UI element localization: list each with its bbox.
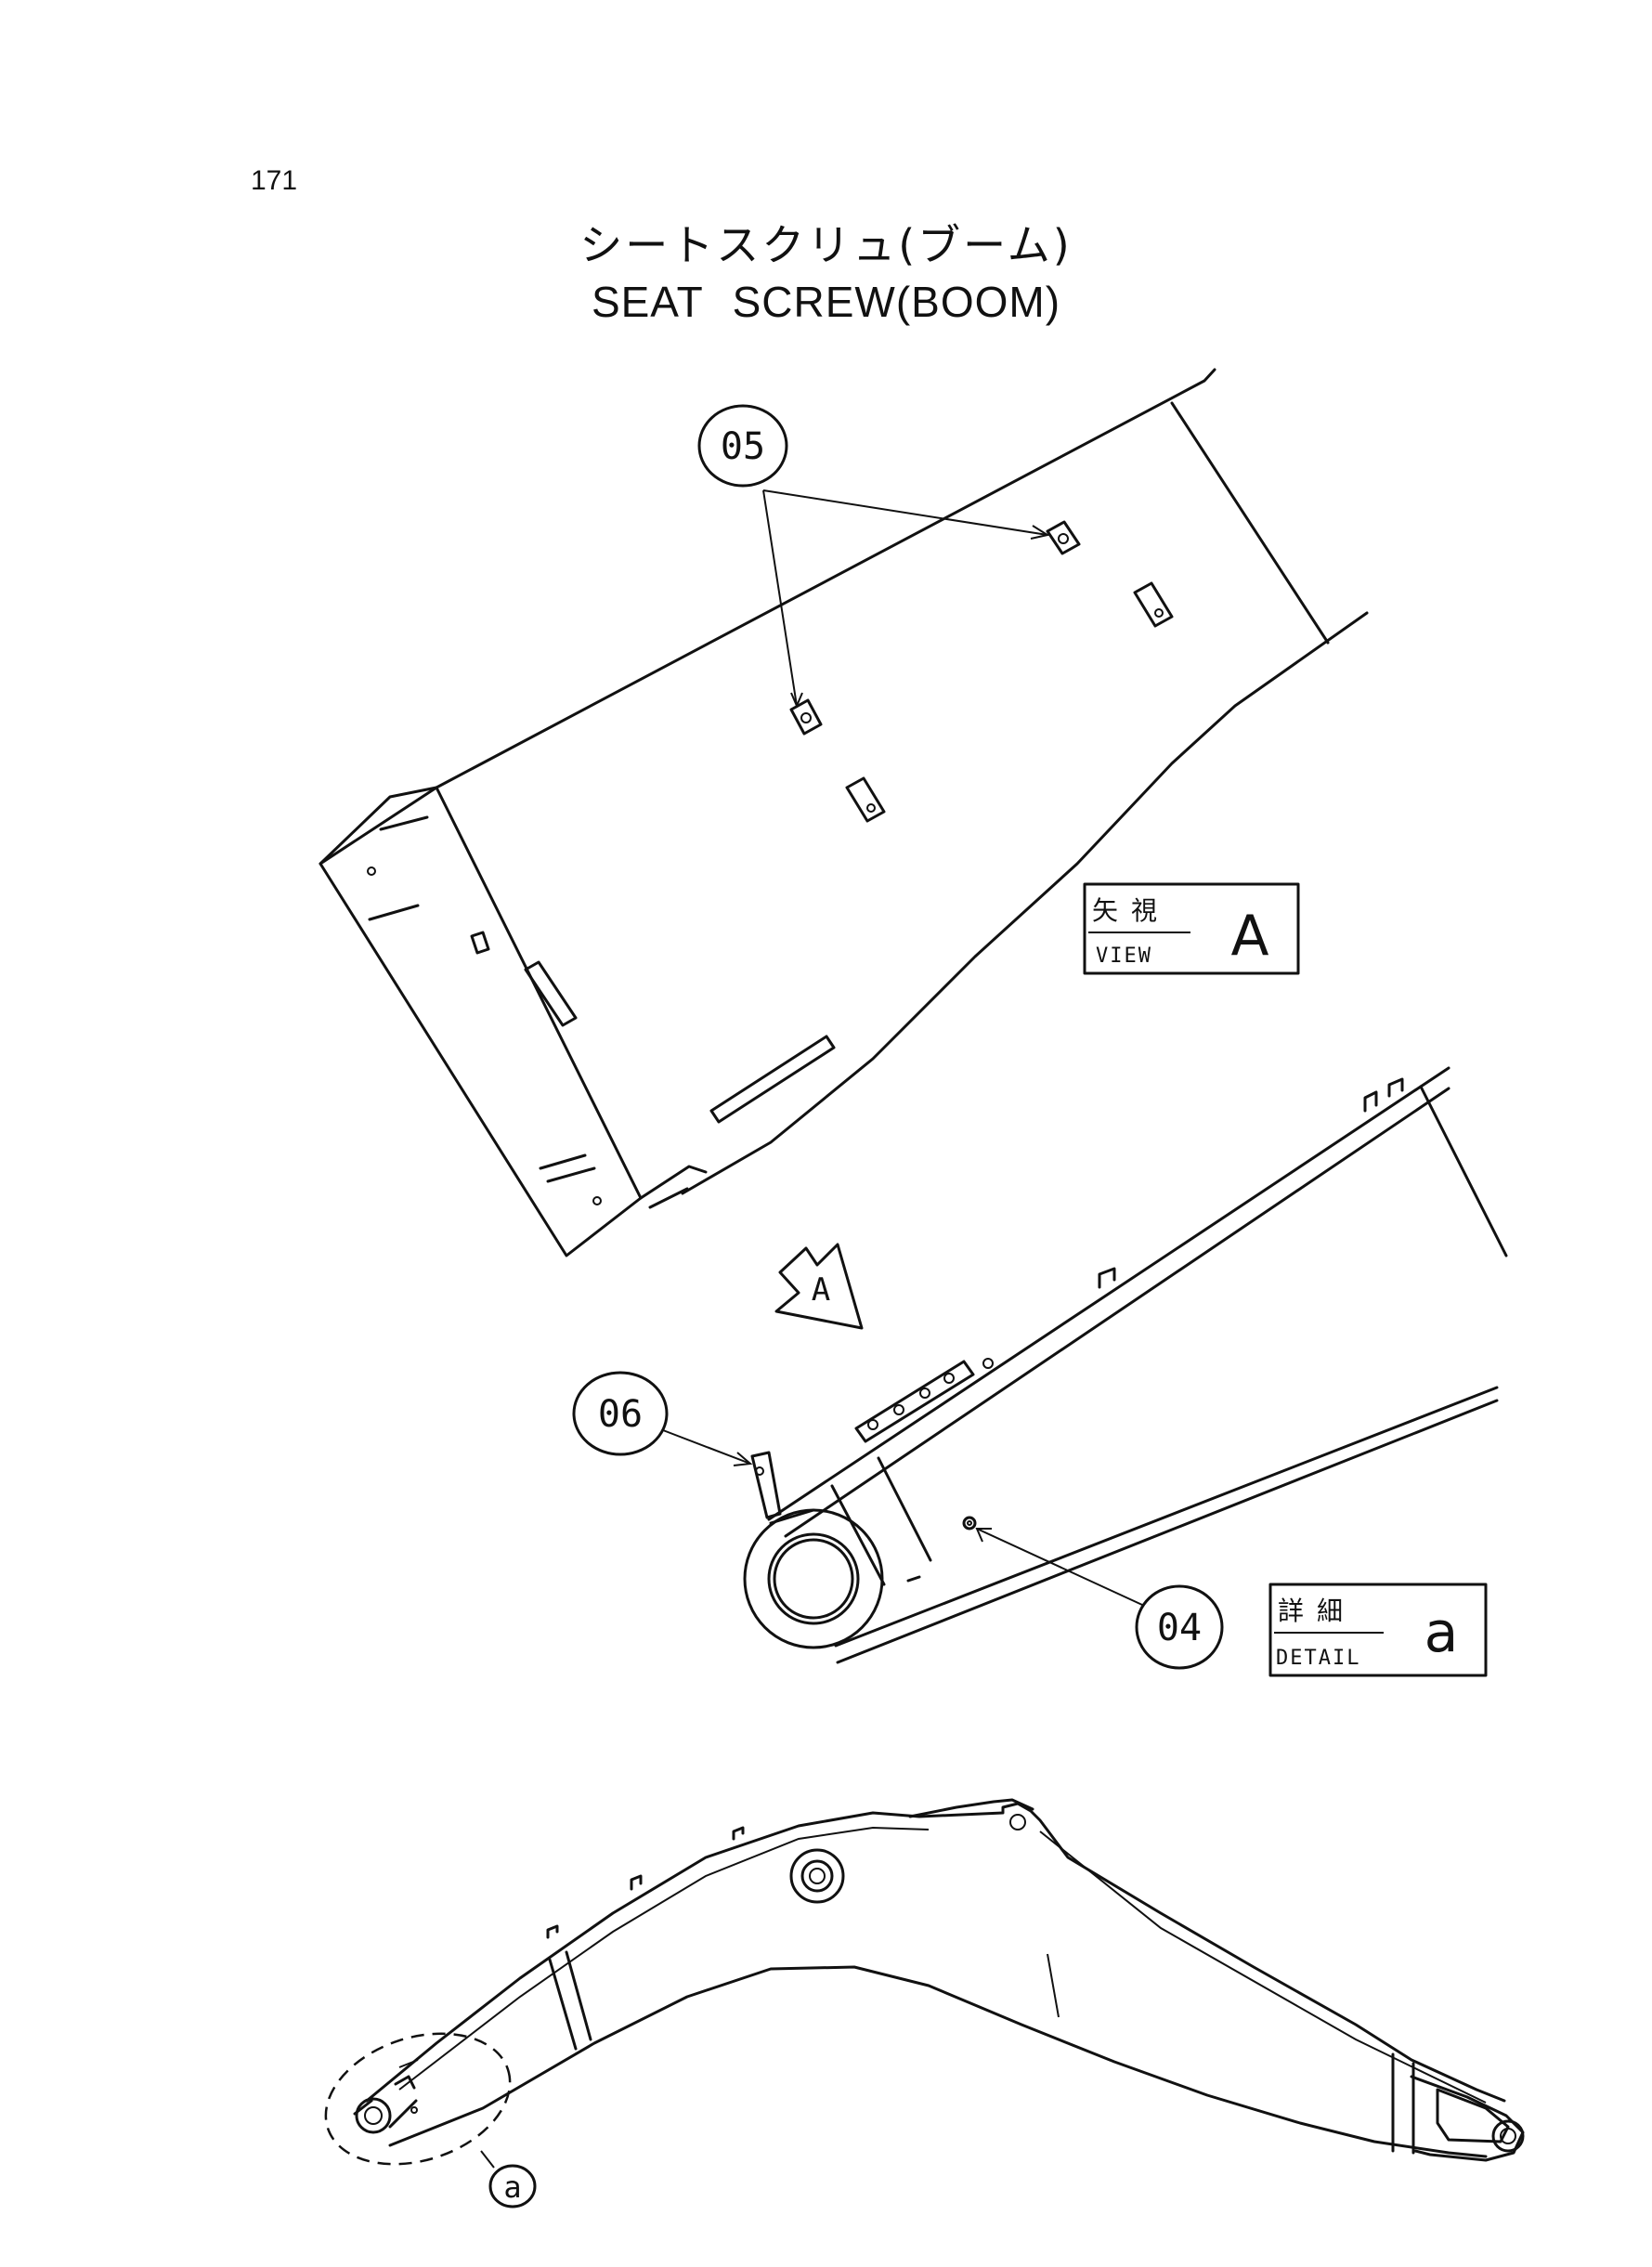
view-a-boom-plate bbox=[319, 368, 1369, 1257]
page-number: 171 bbox=[251, 165, 298, 196]
hole-icon bbox=[367, 866, 376, 876]
detail-box-english: DETAIL bbox=[1276, 1647, 1360, 1670]
detail-mark-label: a bbox=[503, 2169, 521, 2205]
callout-04: 04 bbox=[975, 1528, 1224, 1670]
view-box-japanese: 矢視 bbox=[1092, 895, 1170, 926]
view-arrow-letter: A bbox=[812, 1271, 830, 1309]
boom-side-view bbox=[353, 1798, 1525, 2162]
title-english: SEAT SCREW(BOOM) bbox=[591, 278, 1061, 326]
view-box-english: VIEW bbox=[1096, 945, 1152, 968]
callout-05: 05 bbox=[697, 404, 1050, 709]
seat-pad-05-lower bbox=[789, 698, 823, 736]
hole-icon bbox=[592, 1196, 602, 1205]
view-arrow-a: A bbox=[774, 1243, 864, 1330]
callout-04-label: 04 bbox=[1157, 1607, 1202, 1649]
detail-box-letter: a bbox=[1424, 1600, 1459, 1665]
detail-a-mark: a bbox=[324, 2032, 537, 2208]
callout-06-label: 06 bbox=[598, 1393, 643, 1436]
view-box-letter: A bbox=[1230, 904, 1268, 969]
callout-05-label: 05 bbox=[721, 425, 765, 468]
title-japanese: シートスクリュ(ブーム) bbox=[579, 220, 1073, 270]
detail-box-japanese: 詳細 bbox=[1278, 1596, 1356, 1626]
view-a-label-box: 矢視 VIEW A bbox=[1083, 882, 1300, 975]
callout-06: 06 bbox=[572, 1371, 753, 1466]
slot bbox=[524, 960, 578, 1027]
detail-a-boom-foot bbox=[743, 1066, 1508, 1664]
seat-pad-05-upper bbox=[1046, 520, 1081, 555]
detail-a-label-box: 詳細 DETAIL a bbox=[1268, 1583, 1488, 1677]
slot bbox=[709, 1035, 836, 1124]
